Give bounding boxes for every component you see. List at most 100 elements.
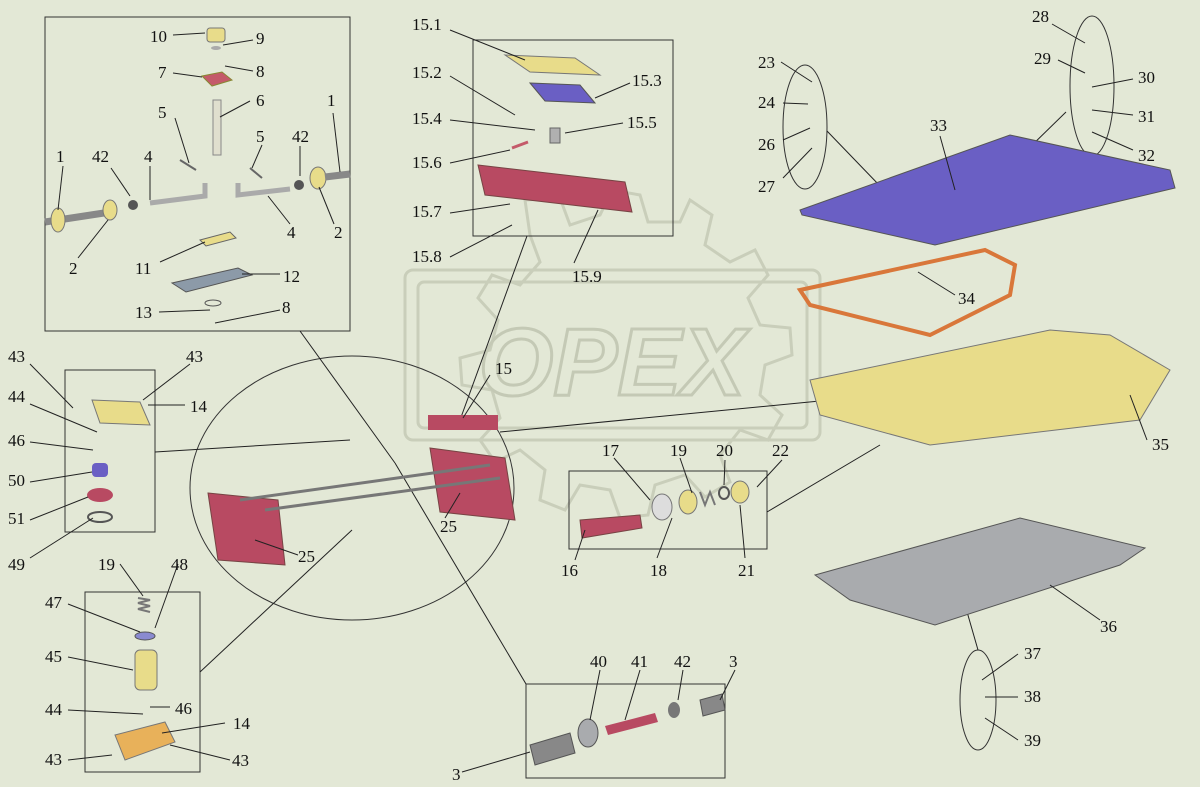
callout-label: 12 [283,267,300,286]
callout-label: 16 [561,561,578,580]
callout-label: 31 [1138,107,1155,126]
callout-label: 40 [590,652,607,671]
callout-label: 10 [150,27,167,46]
part-41-shaft [605,713,658,735]
connector [394,462,527,685]
callout-label: 4 [287,223,296,242]
part-6-pin [212,99,222,156]
part-33-hatch-cover [799,134,1176,246]
mechanism-rod [264,476,501,512]
callout-label: 42 [292,127,309,146]
part-34-seal-frame [796,247,1018,338]
part-10-cap [206,27,226,43]
callout-label: 5 [256,127,265,146]
frame-axle-parts [568,470,768,550]
connector [299,330,396,464]
connector [459,235,528,421]
callout-label: 15.9 [572,267,602,286]
connector [199,529,353,673]
parts-lever-lower [114,597,176,761]
callout-label: 22 [772,441,789,460]
callout-label: 15.6 [412,153,442,172]
callout-label: 43 [232,751,249,770]
frame-shaft-parts [525,683,726,779]
callout-label: 8 [256,62,265,81]
callout-label: 3 [729,652,738,671]
parts-axle [579,480,750,539]
part-15-1-plate [503,54,602,76]
callout-label: 25 [440,517,457,536]
frame-lever-upper [64,369,156,533]
callout-label: 11 [135,259,151,278]
callout-ellipse-mechanism [189,355,515,621]
part-5-rod-right [249,167,263,179]
part-13-washer [204,299,222,307]
callout-label: 43 [186,347,203,366]
part-35-hatch-frame [809,329,1171,446]
callout-label: 35 [1152,435,1169,454]
callout-label: 18 [650,561,667,580]
part-47-washer [134,631,156,641]
frame-lever-lower [84,591,201,773]
parts-lever-upper [87,399,151,523]
callout-label: 24 [758,93,776,112]
callout-label: 15.2 [412,63,442,82]
part-14-lever-lower [114,721,176,761]
part-19-spring [137,597,151,613]
part-40-ring [577,718,599,748]
callout-label: 47 [45,593,63,612]
callout-label: 2 [69,259,78,278]
part-2-washer-left [102,199,118,221]
callout-ellipse-fasteners-right [1069,15,1115,157]
part-25-frame-right [429,447,516,521]
part-42-nut-right [294,180,304,190]
callout-label: 9 [256,29,265,48]
part-15-6-bolt [511,140,529,150]
part-25-frame-left [207,492,286,566]
watermark: OPEX [403,188,822,520]
part-3-shaft-short [699,693,726,717]
part-21-nut [730,480,750,504]
part-4-shaft-left [149,183,208,206]
watermark-frame-inner [416,280,809,430]
callout-label: 41 [631,652,648,671]
connector [499,399,831,433]
part-18-nut [678,489,698,515]
part-51-cam [87,488,113,502]
part-11-bracket [199,231,237,247]
callout-label: 51 [8,509,25,528]
callout-label: 15 [495,359,512,378]
parts-shaft [529,693,726,766]
callout-label: 25 [298,547,315,566]
callout-ellipse-fasteners-left [782,64,828,190]
callout-label: 33 [930,116,947,135]
part-4-shaft-right [235,183,291,198]
parts-hatch-bracket [477,54,633,213]
mechanism-assembly [207,415,516,566]
callout-label: 43 [45,750,62,769]
callout-label: 29 [1034,49,1051,68]
callout-label: 23 [758,53,775,72]
callout-ellipse-fasteners-bottom [959,649,997,751]
callout-label: 15.5 [627,113,657,132]
part-45-sleeve [134,649,158,691]
part-15-5-cylinder [549,127,561,144]
callout-label: 20 [716,441,733,460]
callout-label: 17 [602,441,620,460]
part-15-9-bracket [477,164,633,213]
part-15-3-plate [528,82,597,104]
parts-top-left [44,27,351,307]
callout-label: 36 [1100,617,1117,636]
callout-label: 13 [135,303,152,322]
hatch-assembly [796,134,1176,626]
frame-hatch-bracket [472,39,674,237]
callout-label: 3 [452,765,461,784]
callout-label: 8 [282,298,291,317]
callout-label: 19 [98,555,115,574]
detail-frames [44,15,1115,779]
callout-label: 38 [1024,687,1041,706]
watermark-frame-outer [403,268,822,442]
callout-label: 32 [1138,146,1155,165]
part-7-cross-plate [200,71,234,87]
